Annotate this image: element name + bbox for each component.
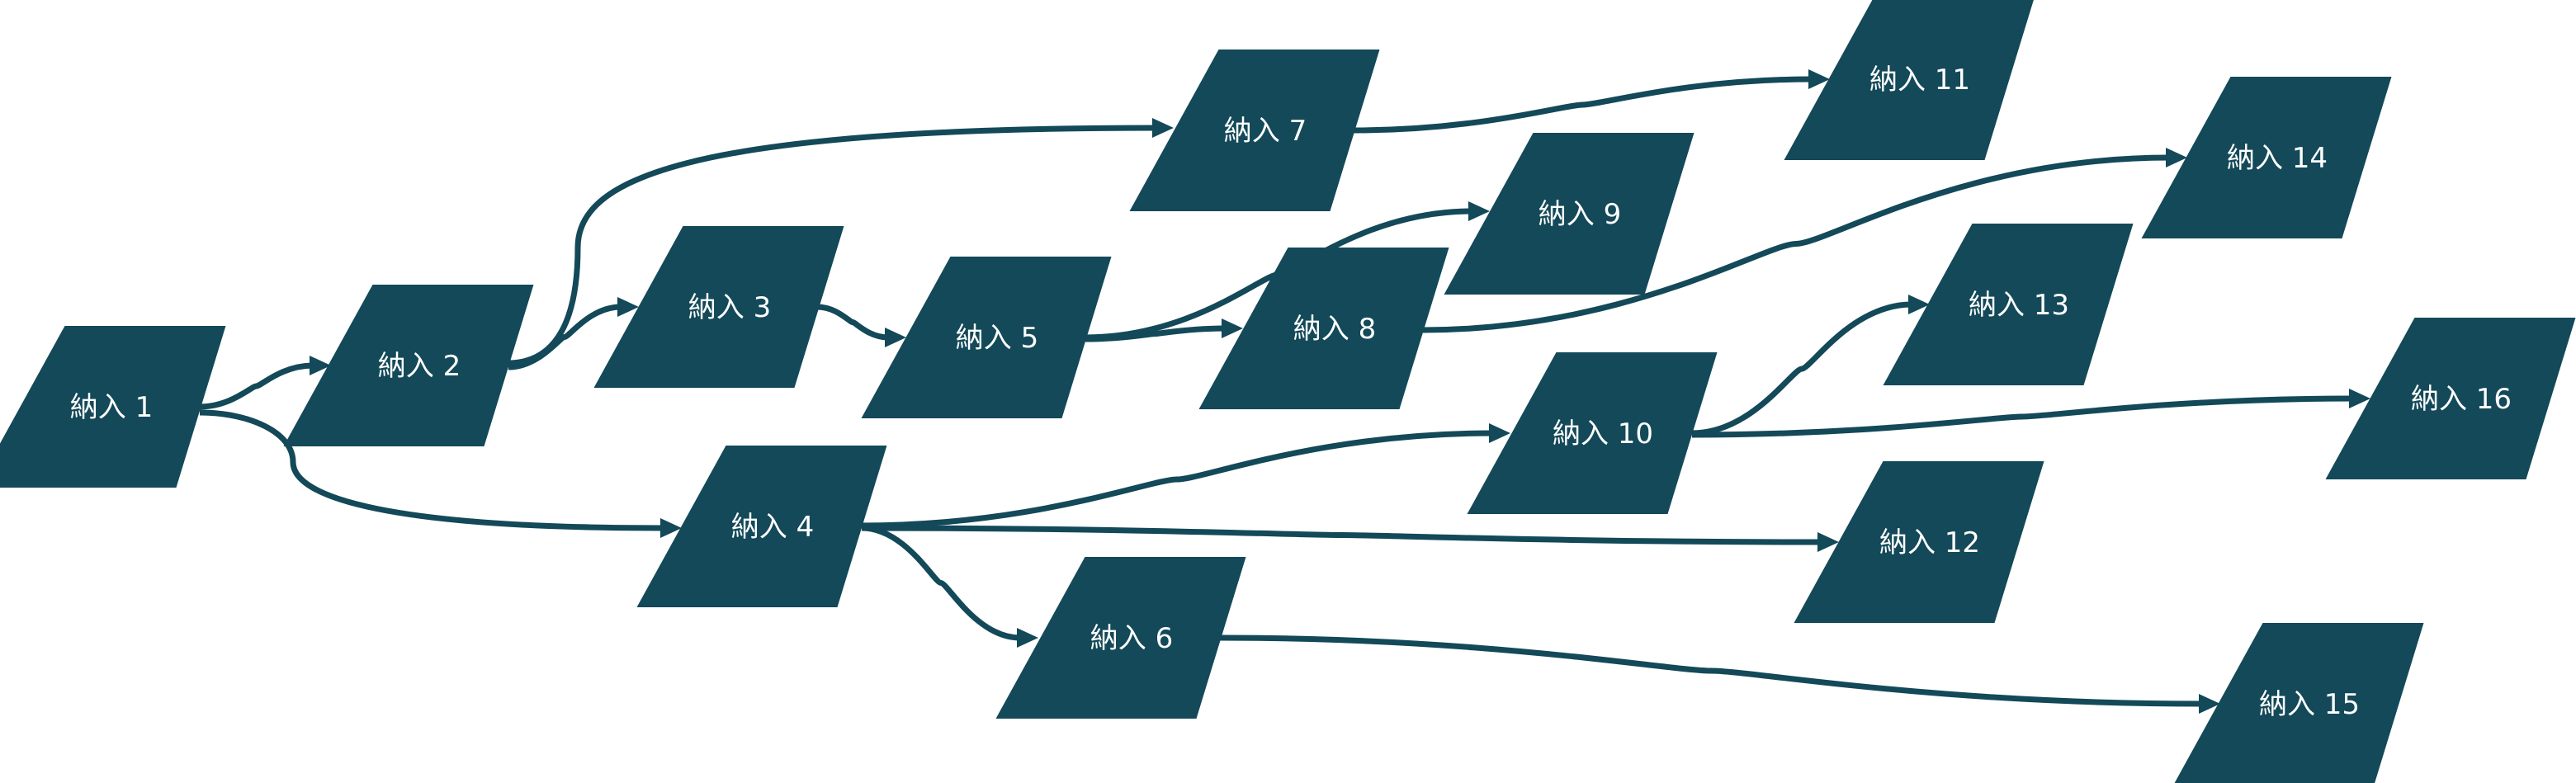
edge-n1-to-n4: [199, 409, 664, 531]
arrowhead-n1-to-n2: [310, 356, 331, 375]
node-label-n1: 納入 1: [70, 391, 153, 424]
node-shape-n10[interactable]: [1467, 352, 1718, 514]
node-n14[interactable]: 納入 14: [2141, 77, 2392, 238]
node-label-n6: 納入 6: [1090, 622, 1173, 655]
node-n9[interactable]: 納入 9: [1444, 133, 1694, 295]
node-label-n12: 納入 12: [1879, 526, 1980, 559]
node-label-n8: 納入 8: [1293, 313, 1376, 346]
edge-n8-to-n14: [1422, 154, 2170, 333]
edge-n10-to-n16: [1691, 395, 2353, 438]
node-shape-n4[interactable]: [636, 446, 887, 607]
arrowhead-n5-to-n8: [1222, 318, 1243, 338]
arrowhead-n4-to-n6: [1017, 628, 1038, 648]
node-label-n11: 納入 11: [1869, 64, 1970, 97]
node-label-n16: 納入 16: [2411, 383, 2512, 416]
node-shape-n14[interactable]: [2141, 77, 2392, 238]
node-n11[interactable]: 納入 11: [1784, 0, 2035, 160]
node-n6[interactable]: 納入 6: [995, 557, 1246, 719]
node-shape-n3[interactable]: [593, 226, 844, 388]
node-shape-n15[interactable]: [2174, 623, 2424, 783]
node-n2[interactable]: 納入 2: [283, 285, 534, 446]
edge-n2-to-n7: [508, 125, 1156, 366]
node-label-n13: 納入 13: [1969, 289, 2069, 322]
node-shape-n8[interactable]: [1198, 248, 1449, 409]
node-shape-n1[interactable]: [0, 326, 226, 488]
arrowhead-n2-to-n7: [1152, 118, 1174, 138]
node-n8[interactable]: 納入 8: [1198, 248, 1449, 409]
node-label-n7: 納入 7: [1224, 115, 1307, 148]
node-shape-n12[interactable]: [1794, 461, 2044, 623]
node-label-n3: 納入 3: [688, 291, 771, 324]
edge-n7-to-n11: [1353, 76, 1813, 134]
arrowhead-n8-to-n14: [2166, 148, 2187, 167]
edge-n4-to-n6: [861, 525, 1021, 641]
node-n1[interactable]: 納入 1: [0, 326, 226, 488]
edges-layer: [199, 69, 2370, 714]
edge-n4-to-n12: [861, 525, 1822, 545]
edge-n10-to-n13: [1691, 301, 1912, 436]
arrowhead-n6-to-n15: [2199, 694, 2220, 714]
node-shape-n11[interactable]: [1784, 0, 2035, 160]
node-shape-n16[interactable]: [2325, 318, 2576, 479]
node-shape-n9[interactable]: [1444, 133, 1694, 295]
node-label-n9: 納入 9: [1539, 198, 1621, 231]
node-n10[interactable]: 納入 10: [1467, 352, 1718, 514]
node-shape-n2[interactable]: [283, 285, 534, 446]
node-label-n2: 納入 2: [378, 350, 461, 383]
node-n5[interactable]: 納入 5: [861, 257, 1112, 418]
arrowhead-n7-to-n11: [1808, 69, 1830, 89]
edge-n1-to-n2: [199, 362, 314, 410]
node-n16[interactable]: 納入 16: [2325, 318, 2576, 479]
edge-n3-to-n5: [816, 304, 889, 341]
arrowhead-n5-to-n9: [1468, 201, 1490, 221]
node-label-n4: 納入 4: [731, 511, 814, 544]
edge-n4-to-n10: [861, 430, 1493, 529]
arrowhead-n10-to-n13: [1908, 295, 1930, 314]
arrowhead-n3-to-n5: [885, 328, 906, 347]
node-shape-n13[interactable]: [1883, 224, 2134, 385]
node-n13[interactable]: 納入 13: [1883, 224, 2134, 385]
arrowhead-n1-to-n4: [660, 518, 682, 538]
node-shape-n6[interactable]: [995, 557, 1246, 719]
node-n12[interactable]: 納入 12: [1794, 461, 2044, 623]
arrowhead-n4-to-n10: [1489, 423, 1510, 443]
node-n7[interactable]: 納入 7: [1129, 50, 1380, 211]
node-n15[interactable]: 納入 15: [2174, 623, 2424, 783]
node-shape-n5[interactable]: [861, 257, 1112, 418]
node-label-n15: 納入 15: [2259, 688, 2360, 721]
node-n3[interactable]: 納入 3: [593, 226, 844, 388]
node-shape-n7[interactable]: [1129, 50, 1380, 211]
node-label-n14: 納入 14: [2227, 142, 2328, 175]
node-n4[interactable]: 納入 4: [636, 446, 887, 607]
edge-n6-to-n15: [1219, 634, 2203, 707]
arrowhead-n2-to-n3: [617, 297, 639, 317]
arrowhead-n10-to-n16: [2349, 389, 2370, 408]
node-label-n10: 納入 10: [1553, 417, 1653, 450]
node-label-n5: 納入 5: [956, 322, 1038, 355]
arrowhead-n4-to-n12: [1817, 532, 1839, 552]
